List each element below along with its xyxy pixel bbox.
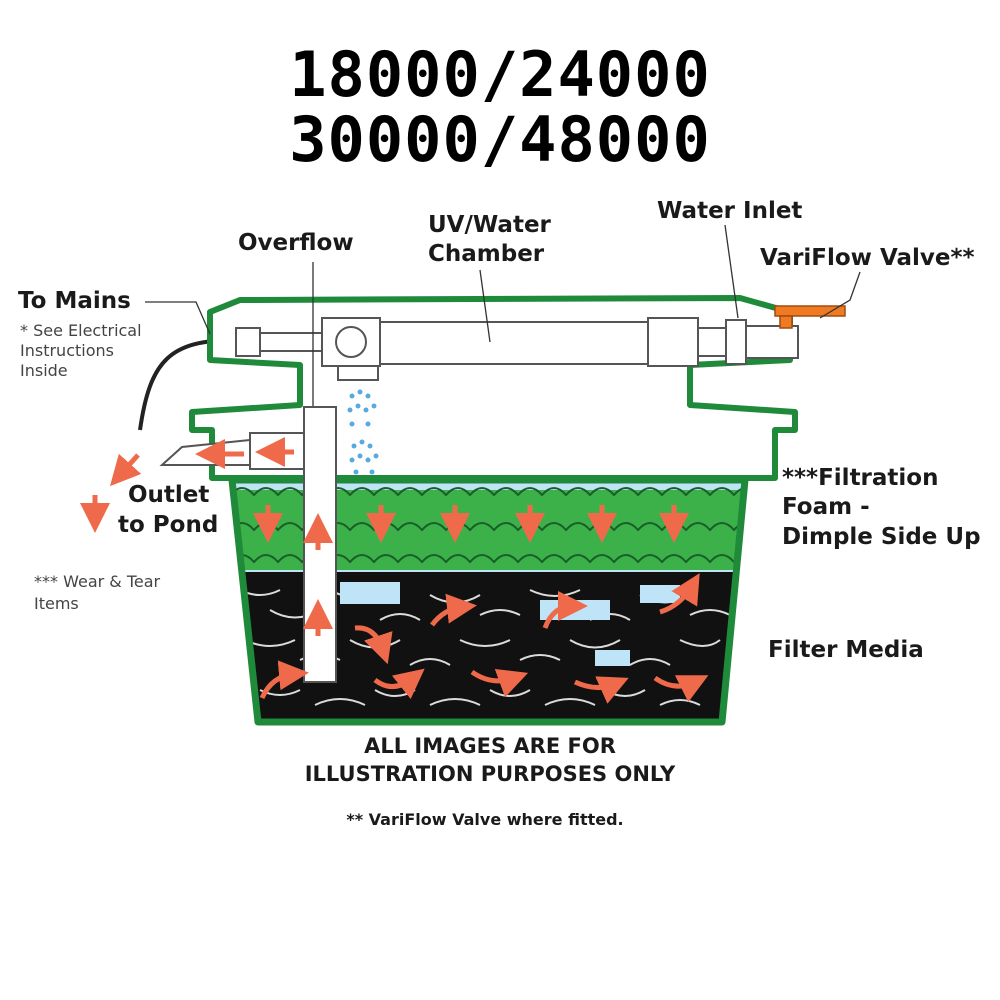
- label-overflow: Overflow: [238, 230, 354, 256]
- label-filtration-foam-line1: ***Filtration: [782, 465, 939, 491]
- model-numbers-line1: 18000/24000: [289, 38, 711, 111]
- notice-line1: ALL IMAGES ARE FOR: [364, 734, 616, 758]
- label-electrical-note-line1: * See Electrical: [20, 321, 142, 340]
- label-filtration-foam-line3: Dimple Side Up: [782, 524, 981, 550]
- label-electrical-note-line3: Inside: [20, 361, 68, 380]
- label-outlet-line2: to Pond: [118, 512, 219, 538]
- flow-arrows: [80, 437, 709, 704]
- filtration-foam: [232, 487, 745, 570]
- label-uv-chamber-line2: Chamber: [428, 241, 545, 267]
- filter-media: [232, 572, 745, 722]
- label-outlet-line1: Outlet: [128, 482, 210, 508]
- label-water-inlet: Water Inlet: [657, 198, 803, 224]
- uv-chamber: [235, 317, 799, 381]
- label-filtration-foam-line2: Foam -: [782, 494, 870, 520]
- label-wear-tear-line1: *** Wear & Tear: [34, 572, 161, 591]
- label-uv-chamber-line1: UV/Water: [428, 212, 551, 238]
- label-variflow-valve: VariFlow Valve**: [760, 245, 975, 271]
- model-numbers-line2: 30000/48000: [289, 103, 711, 176]
- label-electrical-note-line2: Instructions: [20, 341, 114, 360]
- label-filter-media: Filter Media: [768, 637, 924, 663]
- footnote-variflow: ** VariFlow Valve where fitted.: [346, 810, 624, 829]
- variflow-valve-handle: [774, 305, 846, 317]
- leader-lines: [145, 224, 861, 406]
- notice-line2: ILLUSTRATION PURPOSES ONLY: [304, 762, 676, 786]
- label-to-mains: To Mains: [18, 288, 131, 314]
- label-wear-tear-line2: Items: [34, 594, 79, 613]
- water-spray: [347, 389, 379, 475]
- tank-body: [228, 476, 749, 726]
